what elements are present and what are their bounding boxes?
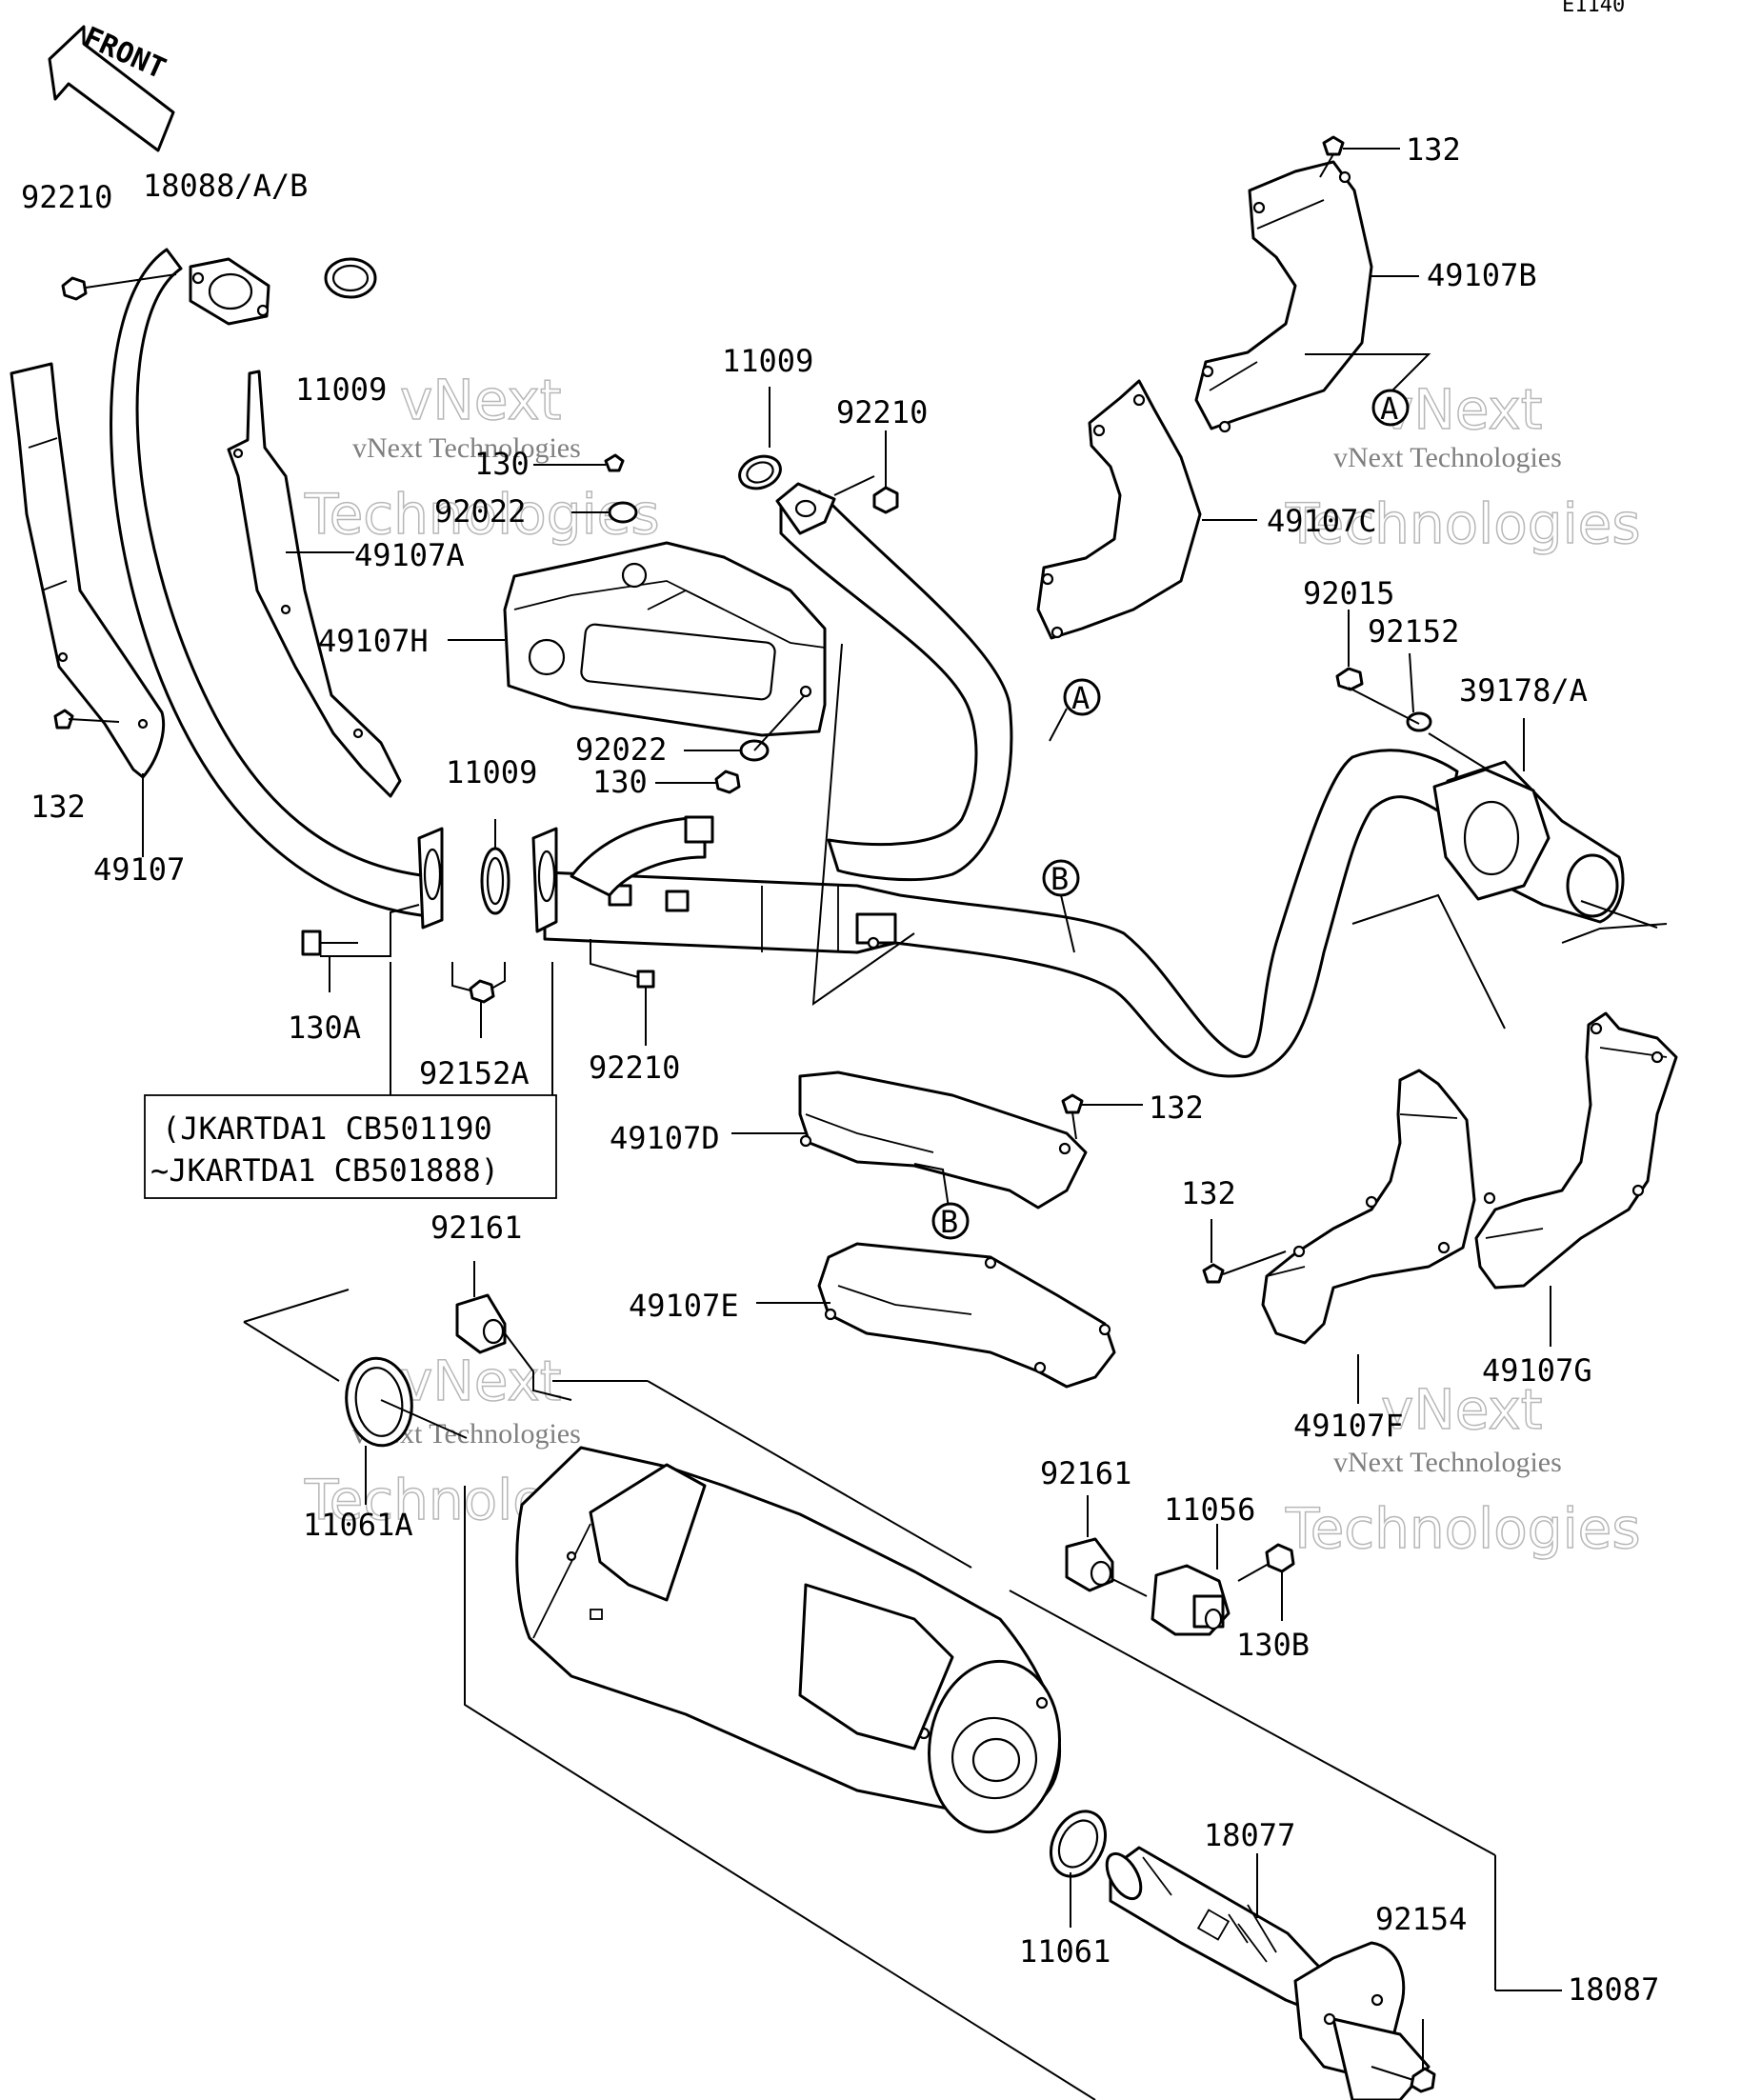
watermark-word: vNext [1381, 1377, 1542, 1442]
spark-arrester-18077 [1105, 1846, 1345, 2017]
muffler-body [515, 1446, 1061, 1834]
bolt-icon [53, 709, 120, 730]
nut-icon [61, 276, 88, 301]
part-label: 18077 [1204, 1817, 1295, 1853]
diagram-code: E1140 [1562, 0, 1625, 17]
serial-note-line2: ~JKARTDA1 CB501888) [150, 1152, 499, 1189]
part-label: 39178/A [1459, 672, 1588, 709]
part-label: 11009 [295, 371, 387, 408]
watermark-text: vNext Technologies [1333, 1447, 1562, 1478]
part-label: 132 [1181, 1175, 1236, 1211]
nut-icon [469, 979, 495, 1004]
bolt-icon [1237, 1543, 1295, 1582]
watermark-word: Technologies [304, 482, 660, 547]
ref-mark-a-text: A [1380, 390, 1398, 427]
flange-right [531, 827, 558, 933]
ref-mark-b: B [1042, 859, 1080, 897]
part-label: 130 [474, 446, 530, 482]
washer-icon [1406, 711, 1432, 732]
part-label: 49107H [318, 623, 429, 659]
part-label: 49107F [1293, 1408, 1404, 1444]
part-label: 49107 [93, 851, 185, 888]
washer-icon [608, 501, 638, 524]
part-label: 130A [288, 1010, 361, 1046]
header-flange [775, 482, 836, 535]
part-label: 49107B [1427, 257, 1537, 293]
nut-icon [872, 486, 899, 514]
ref-mark-a-text: A [1071, 680, 1090, 716]
flange-left [417, 827, 444, 930]
rubber-damper-92161 [1065, 1537, 1114, 1592]
ref-mark-a: A [1063, 678, 1101, 716]
part-label: 49107E [629, 1288, 739, 1324]
front-arrow-icon: FRONT [48, 21, 175, 152]
part-label: 11061 [1019, 1933, 1111, 1970]
header-flange [189, 257, 270, 326]
part-label: 92154 [1375, 1901, 1467, 1937]
part-label: 49107D [610, 1120, 720, 1156]
ref-mark-a: A [1371, 389, 1410, 427]
part-label: 92015 [1303, 575, 1394, 611]
part-label: 92152 [1368, 613, 1459, 650]
bolt-icon [714, 770, 741, 794]
watermark-word: Technologies [1285, 491, 1641, 556]
part-label: 132 [1406, 131, 1461, 168]
part-label: 49107G [1482, 1352, 1592, 1389]
watermark-word: vNext [400, 1349, 561, 1413]
bolt-icon [1202, 1263, 1225, 1284]
heat-guard-49107D [798, 1070, 1088, 1210]
part-label: 92210 [589, 1050, 680, 1086]
serial-note-line1: (JKARTDA1 CB501190 [162, 1110, 492, 1147]
nut-icon [636, 970, 655, 989]
heat-shield-49107H [503, 541, 827, 737]
part-label: 92210 [21, 179, 112, 215]
part-label: 132 [1149, 1090, 1204, 1126]
part-label: 11009 [446, 754, 537, 790]
part-label: 92161 [430, 1210, 522, 1246]
part-label: 11061A [303, 1507, 413, 1543]
bolt-icon [604, 453, 625, 472]
part-label: 49107C [1267, 503, 1377, 539]
part-label: 132 [30, 789, 86, 825]
part-label: 92152A [419, 1055, 530, 1091]
ref-mark-b-text: B [1051, 861, 1069, 897]
part-label: 92161 [1040, 1455, 1131, 1491]
heat-guard-49107G [1474, 1011, 1678, 1290]
muffler-connector [1432, 760, 1625, 924]
part-label: 49107A [354, 537, 465, 573]
part-label: 92022 [434, 493, 526, 530]
watermark-text: vNext Technologies [352, 432, 581, 464]
watermark: vNext Technologies vNext Technologies vN… [303, 367, 1641, 1562]
part-label: 18087 [1568, 1971, 1659, 2008]
part-label: 11009 [722, 343, 813, 379]
bolt-icon [1061, 1093, 1084, 1114]
part-label: 92022 [575, 731, 667, 768]
bolt-icon [301, 930, 358, 956]
bolt-icon [1410, 2067, 1436, 2093]
part-label: 130B [1236, 1627, 1310, 1663]
heat-guard-49107 [10, 362, 166, 779]
serial-note-box [144, 1094, 557, 1199]
heat-guard-49107A [227, 370, 402, 798]
bolt-icon [1322, 135, 1345, 156]
part-label: 18088/A/B [143, 168, 308, 204]
bracket [684, 815, 714, 844]
watermark-word: vNext [400, 368, 561, 432]
ref-mark-b-text: B [940, 1204, 958, 1240]
clamp-11056 [1151, 1564, 1231, 1636]
heat-guard-49107C [1036, 379, 1202, 640]
heat-guard-49107F [1261, 1069, 1476, 1345]
nut-icon [1335, 667, 1364, 691]
part-label: 11056 [1164, 1491, 1255, 1528]
ref-mark-b: B [931, 1202, 970, 1240]
part-label: 92210 [836, 394, 928, 430]
heat-guard-49107E [817, 1242, 1116, 1389]
watermark-text: vNext Technologies [1333, 442, 1562, 473]
watermark-word: Technologies [1285, 1496, 1641, 1561]
part-label: 130 [592, 764, 648, 800]
heat-guard-49107B [1194, 160, 1373, 433]
rubber-damper-92161 [455, 1293, 507, 1354]
tail-pipe [1293, 1941, 1431, 2100]
